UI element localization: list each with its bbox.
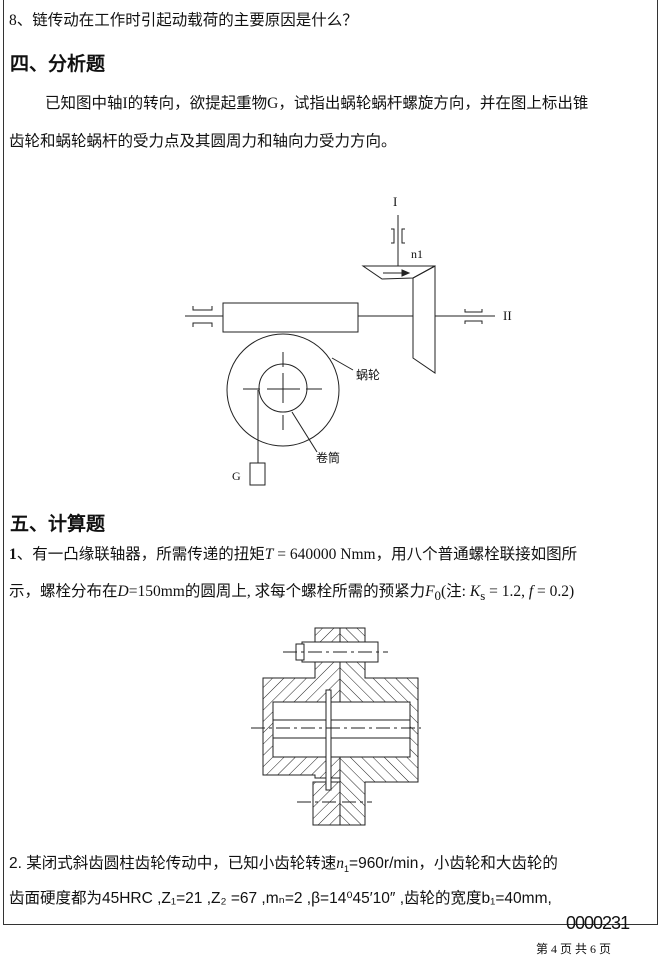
question-2-line1: 2. 某闭式斜齿圆柱齿轮传动中，已知小齿轮转速n1=960r/min，小齿轮和大… (9, 855, 558, 875)
section-4-text-line1: 已知图中轴I的转向，欲提起重物G，试指出蜗轮蜗杆螺旋方向，并在图上标出锥 (45, 95, 589, 112)
page-number: 第 4 页 共 6 页 (536, 942, 612, 956)
question-2-line2: 齿面硬度都为45HRC ,Z₁=21 ,Z₂ =67 ,mₙ=2 ,β=14⁰4… (9, 890, 552, 907)
page-border (3, 0, 658, 925)
shaft-2-bearing (464, 309, 483, 324)
flange-gap (325, 689, 332, 791)
arrow-head-icon (401, 269, 411, 277)
worm-wheel-leader (331, 357, 354, 371)
worm-left-bearing (192, 306, 213, 327)
section-4-text-line2: 齿轮和蜗轮蜗杆的受力点及其圆周力和轴向力受力方向。 (9, 133, 397, 150)
large-bevel-gear (412, 265, 436, 374)
shaft-1-bearing (391, 228, 405, 244)
center-lines (243, 352, 322, 430)
shaft-bore (272, 701, 411, 758)
weight-g (249, 462, 266, 486)
label-weight: G (232, 469, 241, 483)
question-1-line2: 示，螺栓分布在D=150mm的圆周上, 求每个螺栓所需的预紧力F0(注: Ks … (9, 583, 575, 604)
label-drum: 卷筒 (316, 451, 341, 465)
serial-stamp: 0000231 (566, 913, 630, 933)
worm (222, 302, 359, 333)
worm-wheel (226, 333, 340, 447)
drum-leader (291, 411, 318, 453)
label-shaft-1: I (393, 194, 398, 209)
question-8: 8、链传动在工作时引起动载荷的主要原因是什么？ (9, 12, 358, 29)
section-5-heading: 五、计算题 (10, 514, 106, 535)
center-lines (251, 651, 421, 803)
label-shaft-2: II (503, 308, 512, 323)
label-n1: n1 (411, 247, 423, 261)
question-1-line1: 1、有一凸缘联轴器，所需传递的扭矩T = 640000 Nmm，用八个普通螺栓联… (9, 546, 578, 563)
label-worm-wheel: 蜗轮 (356, 368, 381, 382)
section-4-heading: 四、分析题 (10, 54, 106, 75)
